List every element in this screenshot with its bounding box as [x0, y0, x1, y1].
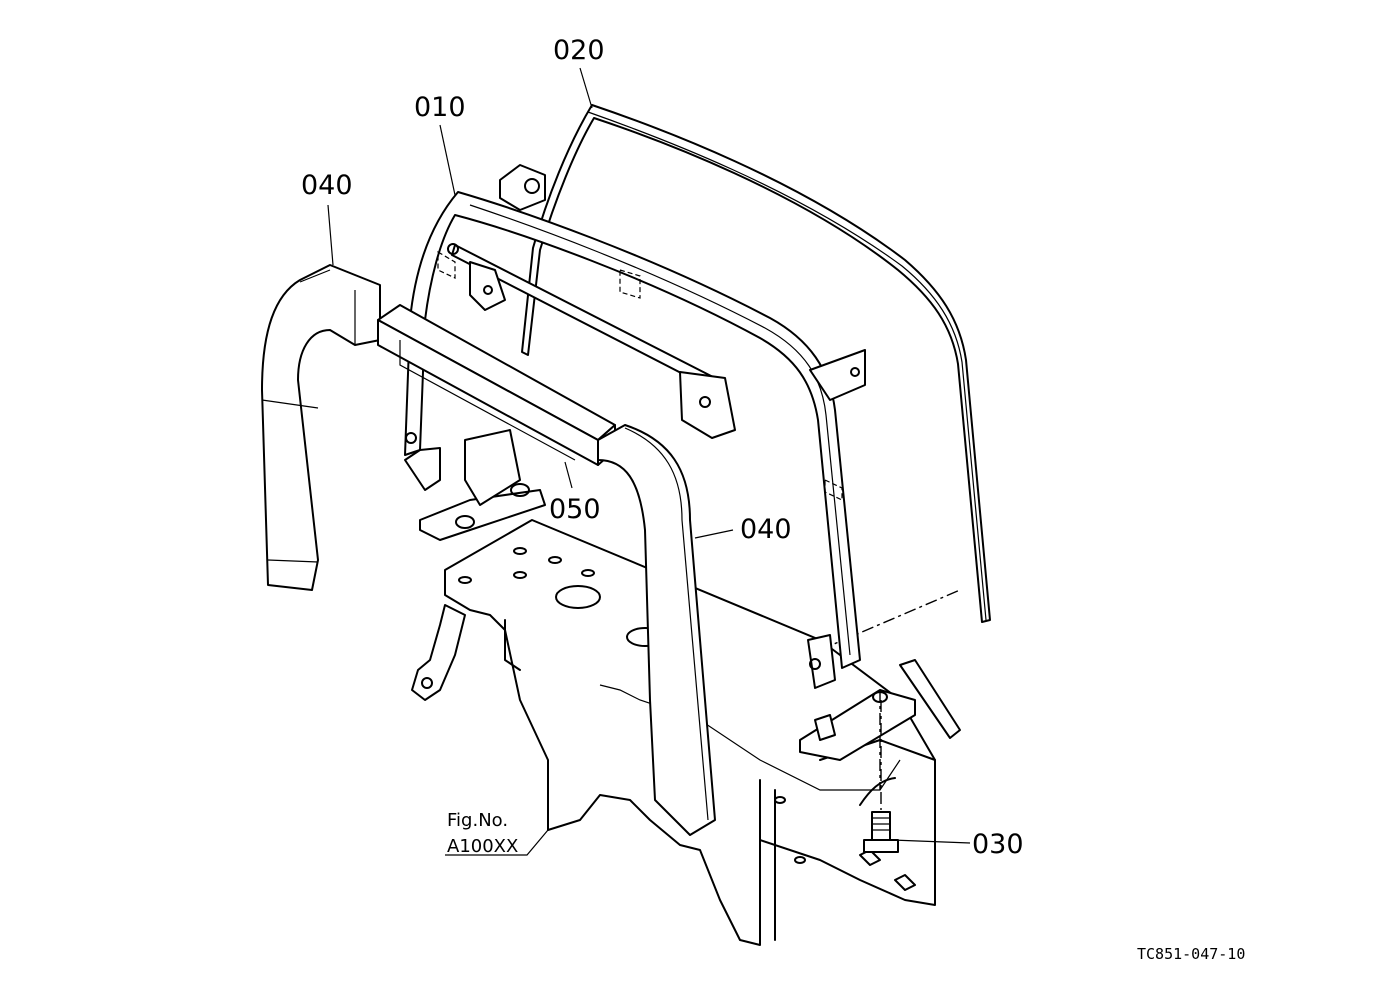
leader-010 [439, 124, 456, 196]
part-030-bolt [859, 700, 899, 853]
leader-040-left [327, 204, 334, 266]
callout-020: 020 [553, 35, 605, 66]
callout-050: 050 [549, 494, 601, 525]
fig-ref-label: Fig.No. [447, 810, 508, 831]
drawing-code: TC851-047-10 [1137, 945, 1245, 963]
fig-ref-number: A100XX [447, 836, 518, 857]
leader-030 [891, 839, 971, 844]
callout-040-left: 040 [301, 170, 353, 201]
part-020-window-seal [521, 104, 991, 623]
leader-lines [327, 67, 971, 856]
leader-fig-ref [445, 829, 549, 856]
leader-040-right [694, 529, 734, 539]
callout-010: 010 [414, 92, 466, 123]
callout-030: 030 [972, 829, 1024, 860]
part-040-left-pad [261, 264, 381, 591]
leader-050 [564, 461, 573, 489]
callout-040-right: 040 [740, 514, 792, 545]
part-040-right-pad [597, 424, 716, 836]
leader-020 [579, 67, 593, 109]
